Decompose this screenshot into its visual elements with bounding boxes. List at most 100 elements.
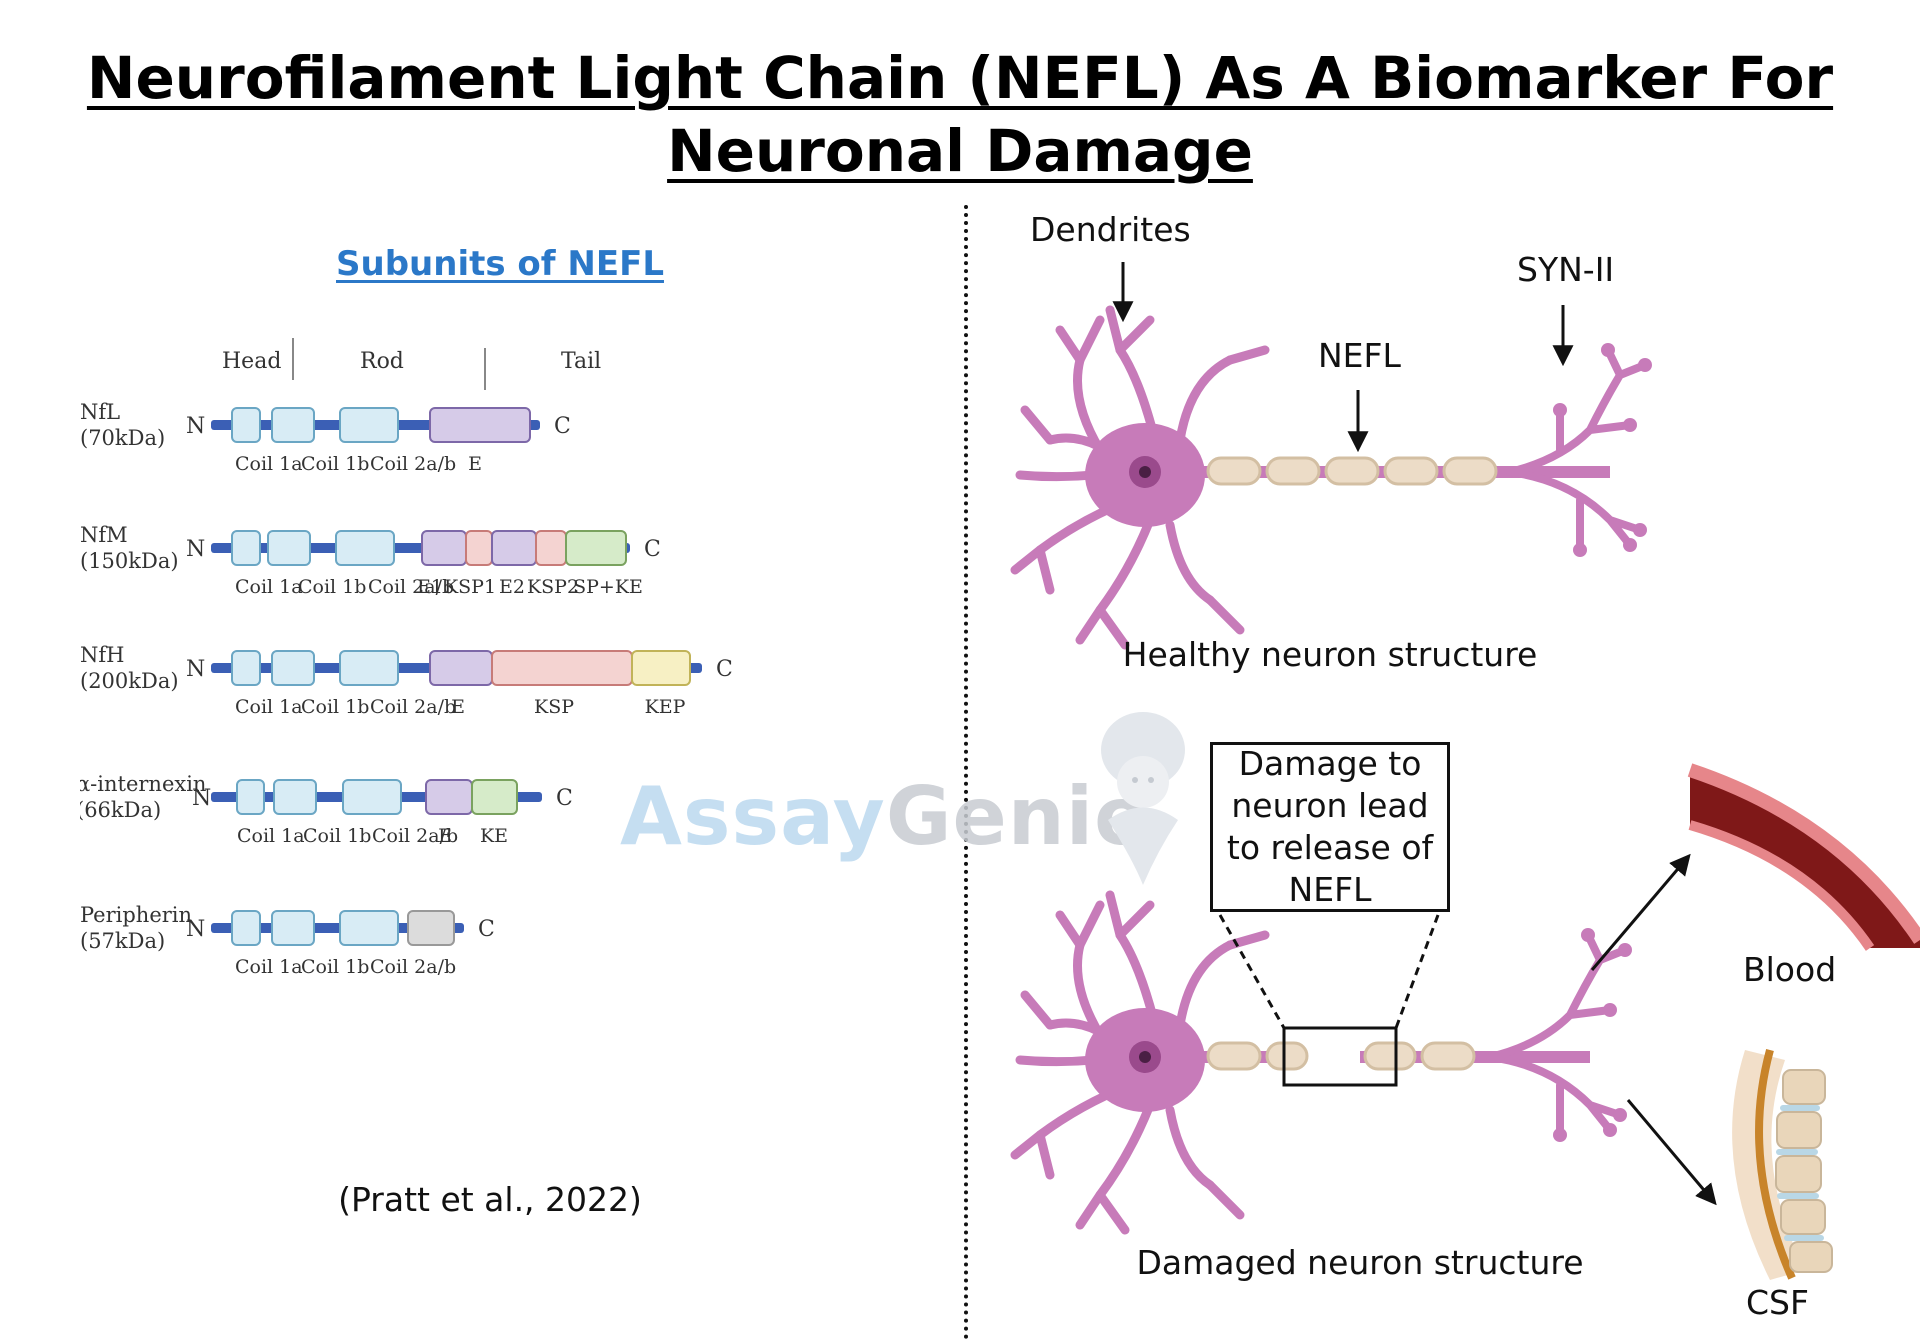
- domain-label: Coil 1b: [301, 696, 369, 718]
- domain-label: KSP2: [527, 576, 579, 598]
- healthy-neuron: [1010, 305, 1652, 650]
- c-terminus: C: [716, 657, 733, 682]
- protein-mass: (66kDa): [80, 798, 161, 822]
- callout-text: Damage to neuron lead to release of NEFL: [1226, 744, 1434, 909]
- label-damaged: Damaged neuron structure: [1136, 1243, 1584, 1282]
- domain-block: [565, 530, 627, 566]
- c-terminus: C: [554, 414, 571, 439]
- c-terminus: C: [556, 786, 573, 811]
- domain-block: [273, 779, 317, 815]
- label-nefl: NEFL: [1318, 336, 1401, 375]
- domain-block: [267, 530, 311, 566]
- domain-block: [335, 530, 395, 566]
- header-tail: Tail: [561, 349, 601, 374]
- domain-label: KE: [480, 825, 508, 847]
- watermark-part1: Assay: [620, 770, 886, 863]
- protein-mass: (70kDa): [80, 426, 165, 450]
- n-terminus: N: [192, 786, 211, 811]
- domain-block: [231, 530, 261, 566]
- domain-block: [271, 650, 315, 686]
- damage-box: [1282, 1026, 1398, 1087]
- protein-name: Peripherin: [80, 903, 192, 927]
- c-terminus: C: [644, 537, 661, 562]
- watermark-part2: Genie: [885, 770, 1150, 863]
- damage-callout: Damage to neuron lead to release of NEFL: [1210, 742, 1450, 912]
- protein-mass: (150kDa): [80, 549, 179, 573]
- label-dendrites: Dendrites: [1030, 210, 1191, 249]
- domain-label: Coil 1a: [237, 825, 305, 847]
- domain-block: [271, 407, 315, 443]
- protein-name: NfH: [80, 643, 124, 667]
- domain-block: [339, 407, 399, 443]
- domain-label: Coil 1b: [298, 576, 366, 598]
- domain-label: E: [468, 453, 482, 475]
- watermark: AssayGenie: [620, 770, 1149, 863]
- domain-block: [407, 910, 455, 946]
- domain-block: [421, 530, 467, 566]
- domain-label: E: [451, 696, 465, 718]
- left-heading: Subunits of NEFL: [336, 244, 664, 284]
- domain-label: Coil 1a: [235, 453, 303, 475]
- n-terminus: N: [186, 917, 205, 942]
- domain-label: Coil 2a/b: [372, 825, 458, 847]
- domain-label: Coil 1a: [235, 956, 303, 978]
- citation: (Pratt et al., 2022): [338, 1180, 642, 1219]
- protein-mass: (57kDa): [80, 929, 165, 953]
- domain-label: SP+KE: [573, 576, 643, 598]
- domain-block: [231, 910, 261, 946]
- domain-label: Coil 1b: [301, 453, 369, 475]
- domain-label: Coil 2a/b: [370, 956, 456, 978]
- domain-block: [342, 779, 402, 815]
- title-line-2: Neuronal Damage: [667, 117, 1253, 185]
- domain-block: [339, 650, 399, 686]
- c-terminus: C: [478, 917, 495, 942]
- header-rod: Rod: [360, 349, 404, 374]
- domain-block: [491, 650, 633, 686]
- domain-label: KSP: [534, 696, 574, 718]
- domain-block: [429, 407, 531, 443]
- domain-label: Coil 1a: [235, 576, 303, 598]
- n-terminus: N: [186, 657, 205, 682]
- domain-block: [631, 650, 691, 686]
- spinal-cord-icon: [1732, 1048, 1833, 1280]
- blood-vessel-icon: [1687, 763, 1920, 951]
- domain-label: E: [438, 825, 452, 847]
- domain-label: KSP1: [444, 576, 496, 598]
- header-head: Head: [222, 349, 281, 374]
- domain-block: [465, 530, 493, 566]
- domain-block: [231, 407, 261, 443]
- label-csf: CSF: [1746, 1283, 1809, 1322]
- domain-label: KEP: [645, 696, 686, 718]
- domain-label: Coil 2a/b: [368, 576, 454, 598]
- domain-label: E2: [499, 576, 525, 598]
- protein-name: NfM: [80, 523, 128, 547]
- domain-block: [231, 650, 261, 686]
- domain-label: Coil 2a/b: [370, 696, 456, 718]
- damaged-neuron: [1010, 890, 1632, 1235]
- domain-block: [535, 530, 567, 566]
- domain-block: [236, 779, 265, 815]
- domain-block: [271, 910, 315, 946]
- domain-block: [491, 530, 537, 566]
- domain-label: E1: [417, 576, 443, 598]
- title-line-1: Neurofilament Light Chain (NEFL) As A Bi…: [86, 44, 1834, 112]
- n-terminus: N: [186, 537, 205, 562]
- label-healthy: Healthy neuron structure: [1122, 635, 1538, 674]
- label-blood: Blood: [1743, 950, 1837, 989]
- label-syn-ii: SYN-II: [1517, 250, 1615, 289]
- domain-label: Coil 1b: [301, 956, 369, 978]
- genie-mascot-icon: [1101, 712, 1185, 885]
- domain-block: [471, 779, 518, 815]
- protein-name: α-internexin: [80, 772, 206, 796]
- domain-block: [339, 910, 399, 946]
- neuron-diagram: [1010, 262, 1920, 1280]
- domain-block: [429, 650, 493, 686]
- panel-divider: [964, 205, 968, 1340]
- protein-name: NfL: [80, 400, 120, 424]
- domain-block: [425, 779, 473, 815]
- n-terminus: N: [186, 414, 205, 439]
- domain-label: Coil 1b: [303, 825, 371, 847]
- protein-mass: (200kDa): [80, 669, 179, 693]
